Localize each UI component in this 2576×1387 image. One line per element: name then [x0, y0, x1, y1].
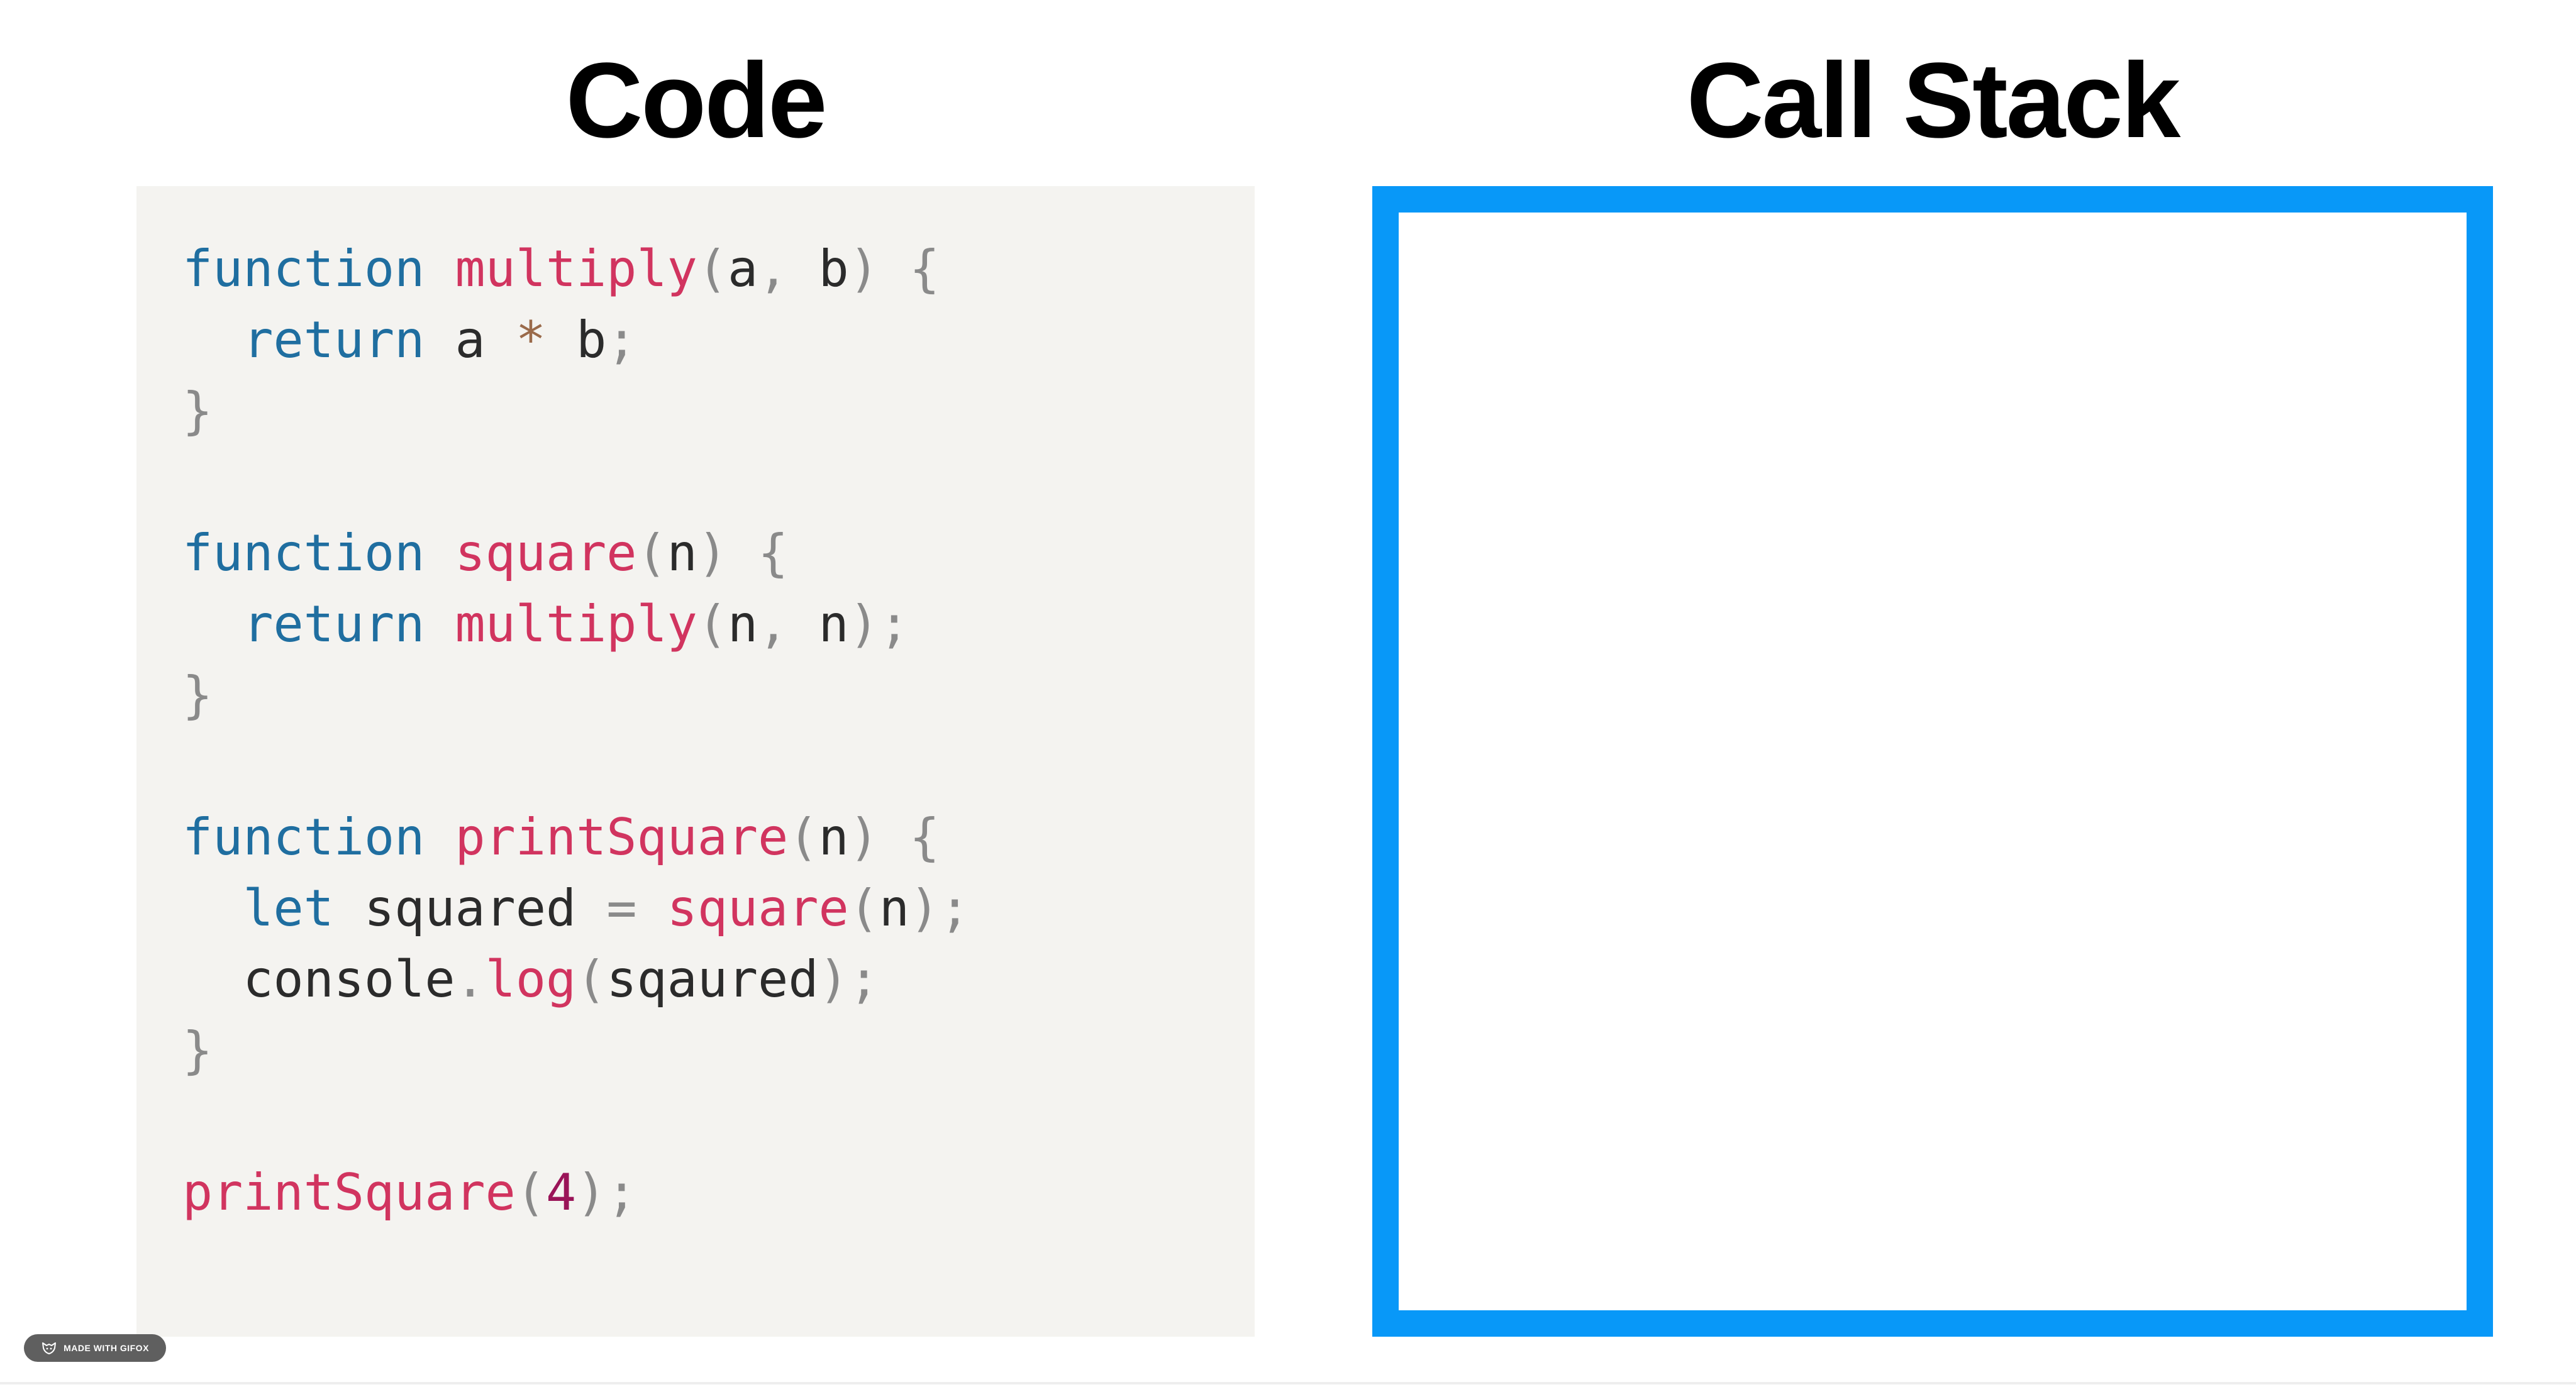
code-line: printSquare(4); [182, 1157, 1255, 1228]
watermark-label: MADE WITH GIFOX [64, 1343, 149, 1353]
code-token: squared [333, 879, 607, 937]
code-token [182, 595, 243, 653]
bottom-divider [0, 1382, 2576, 1384]
code-line: let squared = square(n); [182, 873, 1255, 944]
code-token: ); [576, 1163, 637, 1222]
code-token: function [182, 524, 425, 582]
code-token: ) [848, 808, 879, 866]
code-heading: Code [565, 41, 828, 160]
code-token: return [243, 595, 425, 653]
code-token [425, 808, 455, 866]
code-token [182, 879, 243, 937]
code-token [425, 524, 455, 582]
code-token: ( [788, 808, 819, 866]
code-token: ); [848, 595, 909, 653]
code-token: ); [818, 950, 879, 1008]
code-token: n [818, 808, 849, 866]
code-token [425, 240, 455, 298]
code-token [879, 808, 909, 866]
code-line: console.log(sqaured); [182, 944, 1255, 1015]
code-token: a [425, 311, 516, 369]
code-token: sqaured [606, 950, 819, 1008]
code-token: multiply [455, 240, 697, 298]
code-line [182, 1086, 1255, 1157]
code-line: } [182, 1015, 1255, 1086]
code-line [182, 446, 1255, 517]
call-stack-heading: Call Stack [1686, 41, 2181, 160]
code-token: ( [515, 1163, 546, 1222]
code-token: ) [697, 524, 728, 582]
code-token: = [606, 879, 637, 937]
code-panel: function multiply(a, b) { return a * b;}… [136, 186, 1255, 1337]
code-line: } [182, 375, 1255, 446]
code-token: ( [576, 950, 607, 1008]
fox-icon [42, 1342, 57, 1354]
code-token: , [758, 595, 789, 653]
code-token: b [788, 240, 849, 298]
code-line: } [182, 660, 1255, 731]
code-token: } [182, 666, 213, 724]
code-line: return a * b; [182, 304, 1255, 375]
code-token: { [758, 524, 789, 582]
code-token: b [545, 311, 607, 369]
code-line [182, 731, 1255, 802]
code-token: printSquare [455, 808, 789, 866]
code-token: * [515, 311, 546, 369]
code-token: { [909, 240, 940, 298]
code-token: ) [848, 240, 879, 298]
code-token: let [243, 879, 334, 937]
code-token: ); [909, 879, 970, 937]
code-token: n [879, 879, 909, 937]
code-token: ( [848, 879, 879, 937]
code-token: log [485, 950, 577, 1008]
code-token: 4 [545, 1163, 577, 1222]
code-line: function printSquare(n) { [182, 802, 1255, 873]
code-token: n [667, 524, 697, 582]
code-token: ( [636, 524, 667, 582]
code-token: printSquare [182, 1163, 516, 1222]
code-token: function [182, 240, 425, 298]
code-line: function multiply(a, b) { [182, 233, 1255, 304]
code-line: return multiply(n, n); [182, 589, 1255, 660]
gifox-watermark: MADE WITH GIFOX [24, 1334, 166, 1362]
code-token: multiply [455, 595, 697, 653]
code-token: ( [697, 595, 728, 653]
code-token: } [182, 382, 213, 440]
code-line: function square(n) { [182, 517, 1255, 589]
code-token: function [182, 808, 425, 866]
code-token [728, 524, 758, 582]
code-token: , [758, 240, 789, 298]
code-token: . [455, 950, 486, 1008]
code-token: { [909, 808, 940, 866]
code-token [182, 311, 243, 369]
code-token: console [182, 950, 455, 1008]
code-token: ( [697, 240, 728, 298]
code-token: ; [606, 311, 637, 369]
code-token: a [727, 240, 758, 298]
code-token: return [243, 311, 425, 369]
code-token: square [455, 524, 637, 582]
code-token: n [727, 595, 758, 653]
code-token [879, 240, 909, 298]
code-token: n [788, 595, 849, 653]
code-token: } [182, 1021, 213, 1080]
code-token [425, 595, 455, 653]
code-token [636, 879, 667, 937]
call-stack-box [1372, 186, 2493, 1337]
code-token: square [667, 879, 849, 937]
